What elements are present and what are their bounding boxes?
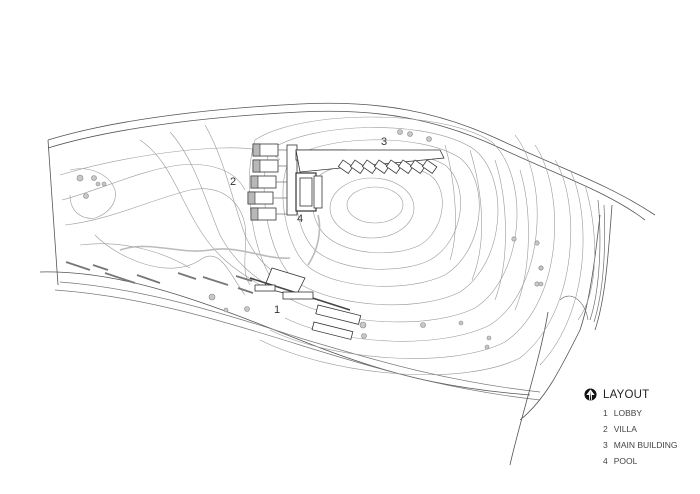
legend-item-number: 3 [603,440,608,450]
label-main-building-number: 3 [381,136,388,148]
legend-item-main-building: 3 MAIN BUILDING [603,437,678,453]
north-arrow-icon [584,388,597,401]
legend-item-number: 4 [603,456,608,466]
legend-item-number: 2 [603,424,608,434]
label-villa-number: 2 [230,176,237,188]
legend-item-pool: 4 POOL [603,453,678,469]
trees [76,129,544,350]
label-pool-number: 4 [297,213,304,225]
legend: LAYOUT 1 LOBBY 2 VILLA 3 MAIN BUILDING 4 POO… [584,388,678,469]
legend-item-label: MAIN BUILDING [613,440,678,450]
legend-header: LAYOUT [584,388,678,401]
legend-item-number: 1 [603,408,608,418]
legend-item-label: POOL [613,456,638,466]
legend-item-label: LOBBY [613,408,643,418]
legend-title: LAYOUT [603,388,650,401]
pool [295,172,323,266]
lobby [249,267,362,340]
legend-item-lobby: 1 LOBBY [603,405,678,421]
main-building [286,144,445,216]
label-lobby-number: 1 [274,304,281,316]
parking-strips [65,261,254,294]
legend-list: 1 LOBBY 2 VILLA 3 MAIN BUILDING 4 POOL [603,405,678,469]
legend-item-villa: 2 VILLA [603,421,678,437]
legend-item-label: VILLA [613,424,637,434]
villas [247,143,287,221]
site-boundary [39,102,656,466]
